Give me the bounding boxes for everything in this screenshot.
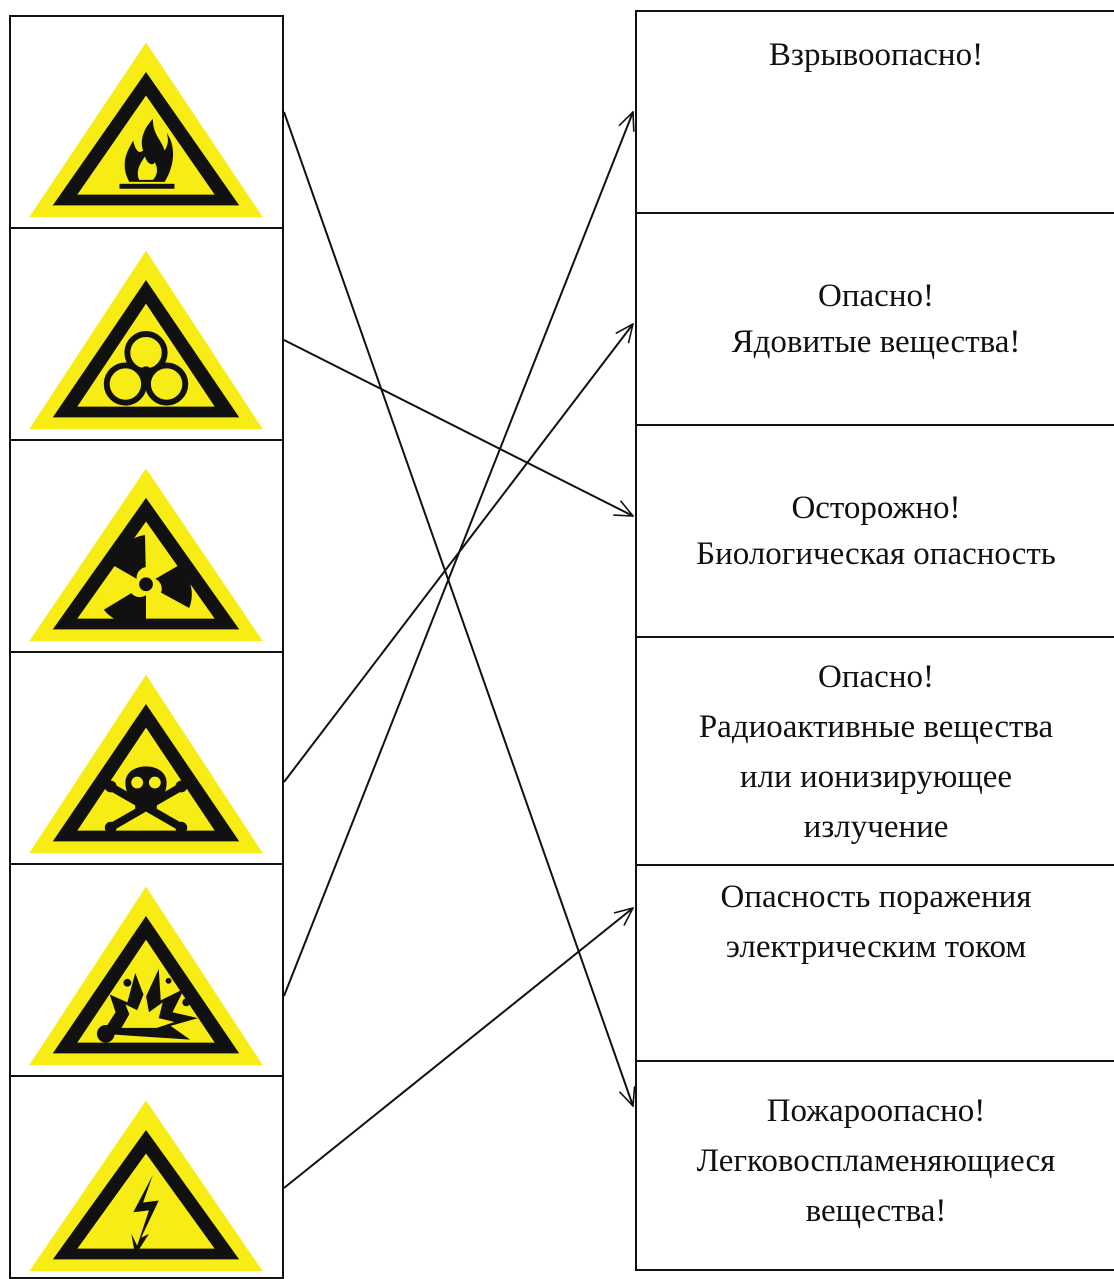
label-line: Осторожно!: [791, 490, 961, 526]
label-flammable: Пожароопасно! Легковоспламеняющиеся веще…: [635, 1060, 1114, 1271]
label-line: Опасно!: [818, 659, 934, 695]
toxic-icon: [29, 674, 263, 854]
sign-cell-biohazard: [9, 227, 284, 441]
connector-arrow: [283, 908, 633, 1189]
label-line: Биологическая опасность: [696, 536, 1056, 572]
label-electrical: Опасность поражения электрическим током: [635, 864, 1114, 1062]
label-line: или ионизирующее: [739, 759, 1013, 795]
label-biohazard: Осторожно! Биологическая опасность: [635, 424, 1114, 638]
high-voltage-icon: [29, 1100, 263, 1272]
label-line: Легковоспламеняющиеся: [696, 1143, 1056, 1179]
radiation-icon: [29, 468, 263, 642]
sign-cell-radiation: [9, 439, 284, 653]
label-line: вещества!: [805, 1193, 947, 1229]
label-radiation: Опасно! Радиоактивные вещества или иониз…: [635, 636, 1114, 866]
sign-cell-flammable: [9, 15, 284, 229]
flammable-icon: [29, 42, 263, 218]
label-line: Опасность поражения: [720, 879, 1032, 915]
label-line: Радиоактивные вещества: [698, 709, 1054, 745]
connector-arrow: [283, 324, 633, 783]
label-line: излучение: [803, 809, 949, 845]
connector-arrow: [283, 111, 633, 1106]
sign-cell-explosive: [9, 863, 284, 1077]
label-line: Взрывоопасно!: [768, 37, 984, 73]
label-line: Пожароопасно!: [766, 1093, 986, 1129]
label-toxic: Опасно! Ядовитые вещества!: [635, 212, 1114, 426]
label-line: Опасно!: [818, 278, 934, 314]
label-line: Ядовитые вещества!: [731, 324, 1021, 360]
sign-cell-electrical: [9, 1075, 284, 1279]
explosive-icon: [29, 886, 263, 1066]
biohazard-icon: [29, 250, 263, 430]
sign-cell-toxic: [9, 651, 284, 865]
label-explosive: Взрывоопасно!: [635, 10, 1114, 214]
label-line: электрическим током: [725, 929, 1027, 965]
connector-arrow: [283, 339, 633, 517]
connector-arrow: [283, 112, 633, 997]
